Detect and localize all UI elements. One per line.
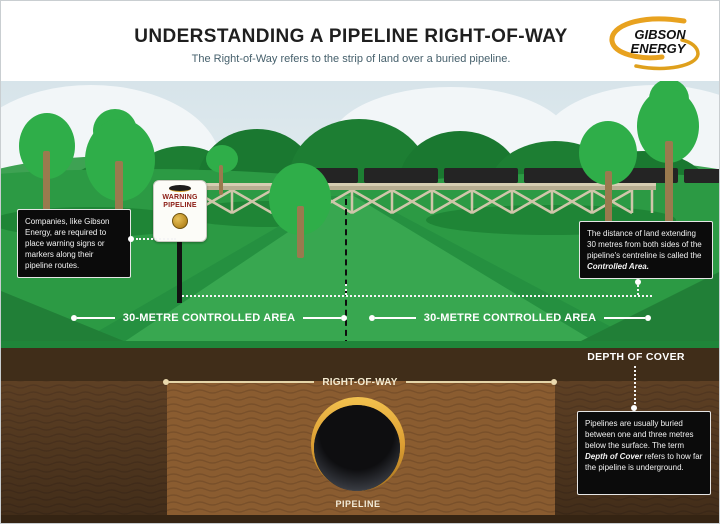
controlled-area-measure-right: 30-METRE CONTROLLED AREA — [369, 311, 651, 325]
train-icon — [284, 168, 719, 183]
measure-dot — [645, 315, 651, 321]
train-bridge — [184, 168, 719, 215]
gibson-energy-logo: GIBSON ENERGY — [609, 16, 700, 71]
measure-line — [169, 381, 315, 383]
page-subtitle: The Right-of-Way refers to the strip of … — [191, 53, 511, 65]
depth-dotted-line — [634, 366, 636, 404]
pipeline-label: PIPELINE — [335, 499, 381, 509]
callout-warning-signs-text: Companies, like Gibson Energy, are requi… — [25, 217, 110, 271]
callout-controlled-area-emphasis: Controlled Area. — [587, 262, 649, 272]
connector-dotted-line — [136, 238, 176, 240]
callout-depth-text-before: Pipelines are usually buried between one… — [585, 419, 694, 451]
callout-warning-signs: Companies, like Gibson Energy, are requi… — [17, 209, 131, 279]
connector-dot — [128, 236, 134, 242]
page-title: UNDERSTANDING A PIPELINE RIGHT-OF-WAY — [134, 26, 568, 47]
measure-line — [604, 317, 645, 319]
controlled-area-right-label: 30-METRE CONTROLLED AREA — [423, 312, 597, 324]
tree-trunk — [665, 141, 673, 229]
logo-text-1: GIBSON — [634, 27, 686, 42]
pipeline-centreline — [345, 199, 347, 346]
measure-dot — [163, 379, 169, 385]
measure-line — [303, 317, 341, 319]
sign-pipeline-text: PIPELINE — [163, 202, 197, 210]
measure-line — [77, 317, 115, 319]
bridge-deck — [184, 186, 656, 190]
surface-scene: WARNING PIPELINE Companies, like Gibson … — [1, 81, 719, 348]
pipeline-warning-sign: WARNING PIPELINE — [153, 180, 207, 242]
measure-dot — [71, 315, 77, 321]
tree-trunk — [297, 206, 304, 258]
callout-depth-of-cover: Pipelines are usually buried between one… — [577, 411, 711, 495]
sign-post — [177, 239, 182, 303]
ground-edge — [1, 341, 719, 348]
bottom-soil-strip — [1, 515, 719, 523]
measure-dot — [341, 315, 347, 321]
sign-emblem-icon — [172, 213, 188, 230]
logo-text-2: ENERGY — [631, 41, 687, 56]
tree-trunk — [605, 171, 612, 243]
soil-shade — [1, 381, 167, 523]
measure-line — [405, 381, 551, 383]
pipeline-cross-section — [311, 397, 405, 491]
measure-line — [375, 317, 416, 319]
callout-controlled-area-text: The distance of land extending 30 metres… — [587, 229, 702, 261]
callout-depth-text-after: refers to how far the pipeline is underg… — [585, 452, 703, 473]
tree-trunk — [43, 151, 50, 223]
right-of-way-label: RIGHT-OF-WAY — [322, 376, 398, 388]
logo-swoosh-icon — [609, 16, 687, 61]
controlled-area-measure-left: 30-METRE CONTROLLED AREA — [71, 311, 347, 325]
sign-logo-icon — [169, 185, 191, 192]
logo-swoosh2-icon — [634, 38, 700, 71]
connector-dot — [635, 279, 641, 285]
measure-dot — [551, 379, 557, 385]
depth-of-cover-label: DEPTH OF COVER — [587, 351, 685, 363]
trestle-truss — [190, 188, 654, 215]
bridge-rail — [184, 183, 656, 186]
tree-trunk — [115, 161, 123, 239]
tree-trunk — [219, 165, 223, 195]
callout-depth-emphasis: Depth of Cover — [585, 452, 643, 462]
underground-section: RIGHT-OF-WAY DEPTH OF COVER Pipelines ar… — [1, 348, 719, 523]
topsoil-band — [1, 348, 719, 381]
controlled-area-left-label: 30-METRE CONTROLLED AREA — [122, 312, 296, 324]
connector-dot — [631, 405, 637, 411]
callout-controlled-area: The distance of land extending 30 metres… — [579, 221, 713, 280]
controlled-area-dotted-line — [182, 295, 652, 297]
sign-warning-text: WARNING — [162, 194, 198, 201]
controlled-area-dotted-stub — [345, 284, 347, 295]
right-of-way-measure: RIGHT-OF-WAY — [163, 375, 557, 389]
connector-dotted-line — [637, 285, 639, 295]
measure-dot — [369, 315, 375, 321]
